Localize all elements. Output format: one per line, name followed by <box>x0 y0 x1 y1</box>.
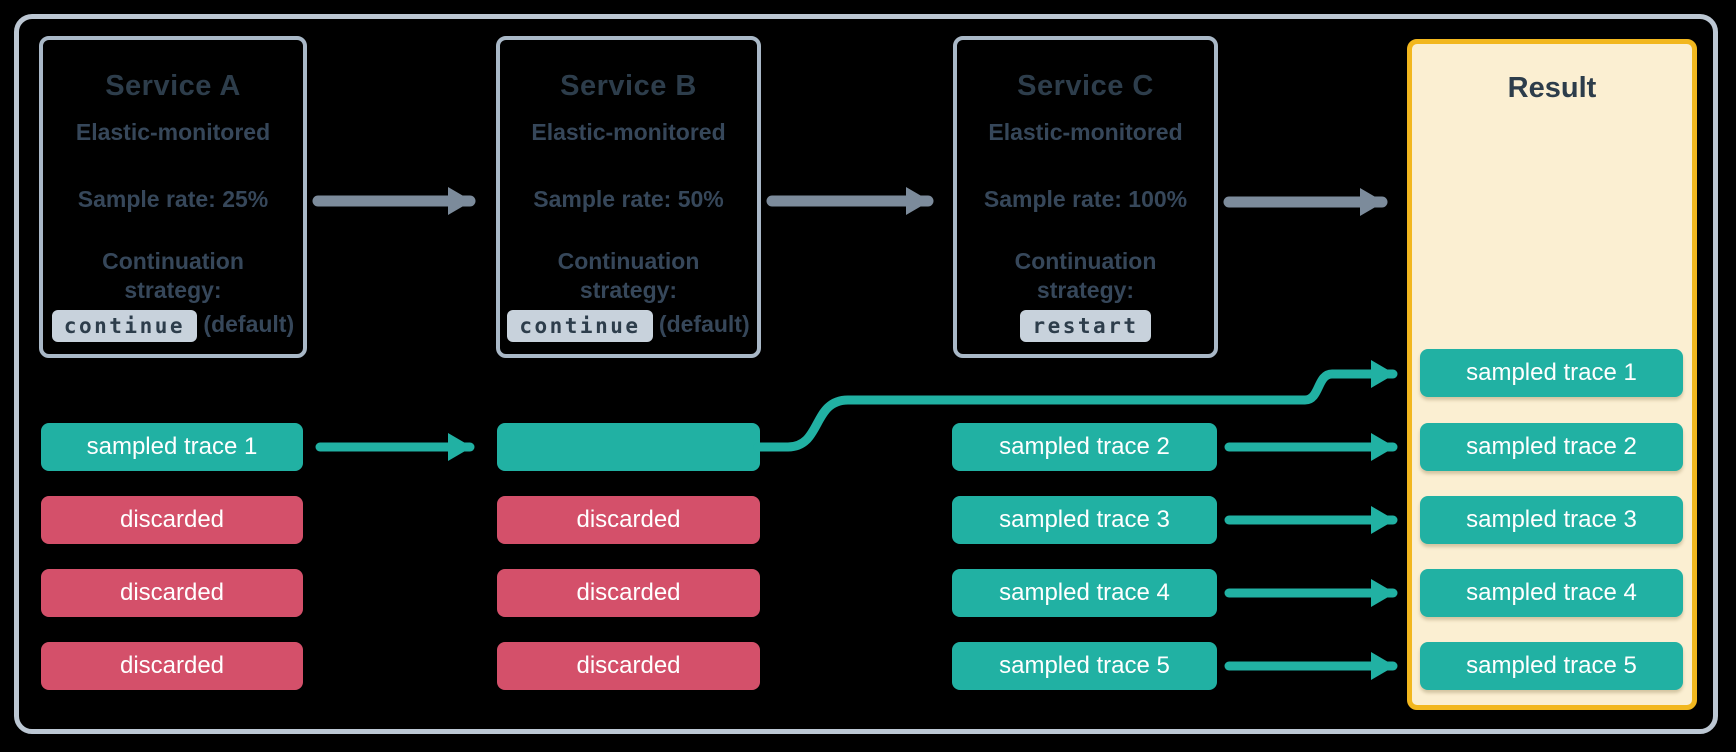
service-a-box: Service A Elastic-monitored Sample rate:… <box>39 36 307 358</box>
service-b-strategy-chip: continue <box>507 310 653 342</box>
result-sampled-trace-2: sampled trace 2 <box>1420 423 1683 471</box>
service-b-subtitle: Elastic-monitored <box>531 119 726 145</box>
service-a-title: Service A <box>105 70 241 102</box>
service-b-sample-rate: Sample rate: 50% <box>533 186 724 212</box>
service-a-sample-rate: Sample rate: 25% <box>77 186 269 212</box>
col-b-discarded-3: discarded <box>497 642 760 690</box>
service-c-strategy-row: restart <box>957 310 1214 342</box>
service-a-strategy-row: continue (default) <box>43 310 303 342</box>
service-b-strategy-label: Continuation strategy: <box>557 248 700 303</box>
service-a-strategy-chip: continue <box>51 310 198 342</box>
col-c-sampled-trace-3: sampled trace 3 <box>952 496 1217 544</box>
service-a-subtitle: Elastic-monitored <box>75 119 271 145</box>
service-b-title: Service B <box>560 70 697 102</box>
service-c-title: Service C <box>1017 70 1154 102</box>
col-c-sampled-trace-5: sampled trace 5 <box>952 642 1217 690</box>
col-a-discarded-2: discarded <box>41 569 303 617</box>
result-title: Result <box>1507 72 1597 104</box>
col-a-discarded-1: discarded <box>41 496 303 544</box>
col-b-sampled-trace-unlabeled <box>497 423 760 471</box>
service-a-strategy-suffix: (default) <box>203 311 295 338</box>
service-b-box: Service B Elastic-monitored Sample rate:… <box>496 36 761 358</box>
service-c-subtitle: Elastic-monitored <box>988 119 1183 145</box>
result-sampled-trace-4: sampled trace 4 <box>1420 569 1683 617</box>
col-c-sampled-trace-4: sampled trace 4 <box>952 569 1217 617</box>
col-a-sampled-trace-1: sampled trace 1 <box>41 423 303 471</box>
result-sampled-trace-1: sampled trace 1 <box>1420 349 1683 397</box>
result-sampled-trace-5: sampled trace 5 <box>1420 642 1683 690</box>
col-b-discarded-1: discarded <box>497 496 760 544</box>
service-b-strategy-suffix: (default) <box>658 311 750 338</box>
col-b-discarded-2: discarded <box>497 569 760 617</box>
col-c-sampled-trace-2: sampled trace 2 <box>952 423 1217 471</box>
service-c-strategy-chip: restart <box>1020 310 1151 342</box>
service-a-strategy-label: Continuation strategy: <box>102 248 244 303</box>
diagram-outer-frame <box>14 14 1718 734</box>
service-b-strategy-row: continue (default) <box>500 310 757 342</box>
service-c-sample-rate: Sample rate: 100% <box>983 186 1188 212</box>
col-a-discarded-3: discarded <box>41 642 303 690</box>
service-c-strategy-label: Continuation strategy: <box>1014 248 1157 303</box>
result-sampled-trace-3: sampled trace 3 <box>1420 496 1683 544</box>
service-c-box: Service C Elastic-monitored Sample rate:… <box>953 36 1218 358</box>
